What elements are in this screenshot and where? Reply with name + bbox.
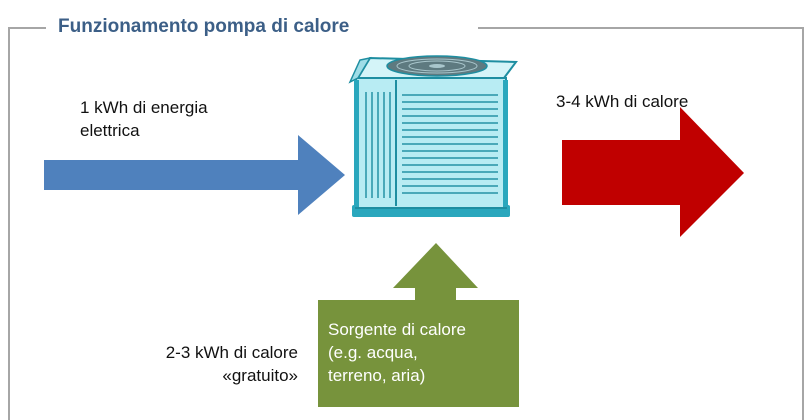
input-energy-arrow xyxy=(44,135,345,215)
output-heat-arrow xyxy=(562,107,744,237)
frame-right xyxy=(802,27,804,420)
frame-left xyxy=(8,27,10,420)
heat-source-line3: terreno, aria) xyxy=(328,366,426,385)
frame-top-right xyxy=(478,27,804,29)
source-heat-arrow xyxy=(318,243,519,407)
free-heat-label-line1: 2-3 kWh di calore xyxy=(165,343,298,362)
diagram-title: Funzionamento pompa di calore xyxy=(58,16,350,37)
input-energy-label-line2: elettrica xyxy=(80,121,140,140)
heat-source-line1: Sorgente di calore xyxy=(328,320,466,339)
heat-source-line2: (e.g. acqua, xyxy=(328,343,418,362)
input-energy-label: 1 kWh di energia elettrica xyxy=(80,96,208,142)
free-heat-label-line2: «gratuito» xyxy=(222,366,298,385)
input-energy-label-line1: 1 kWh di energia xyxy=(80,98,208,117)
output-heat-label: 3-4 kWh di calore xyxy=(556,92,689,111)
heat-pump-unit-icon xyxy=(348,55,518,217)
heat-source-box-text: Sorgente di calore (e.g. acqua, terreno,… xyxy=(328,318,508,387)
free-heat-label: 2-3 kWh di calore «gratuito» xyxy=(166,341,298,387)
frame-top-left xyxy=(8,27,46,29)
